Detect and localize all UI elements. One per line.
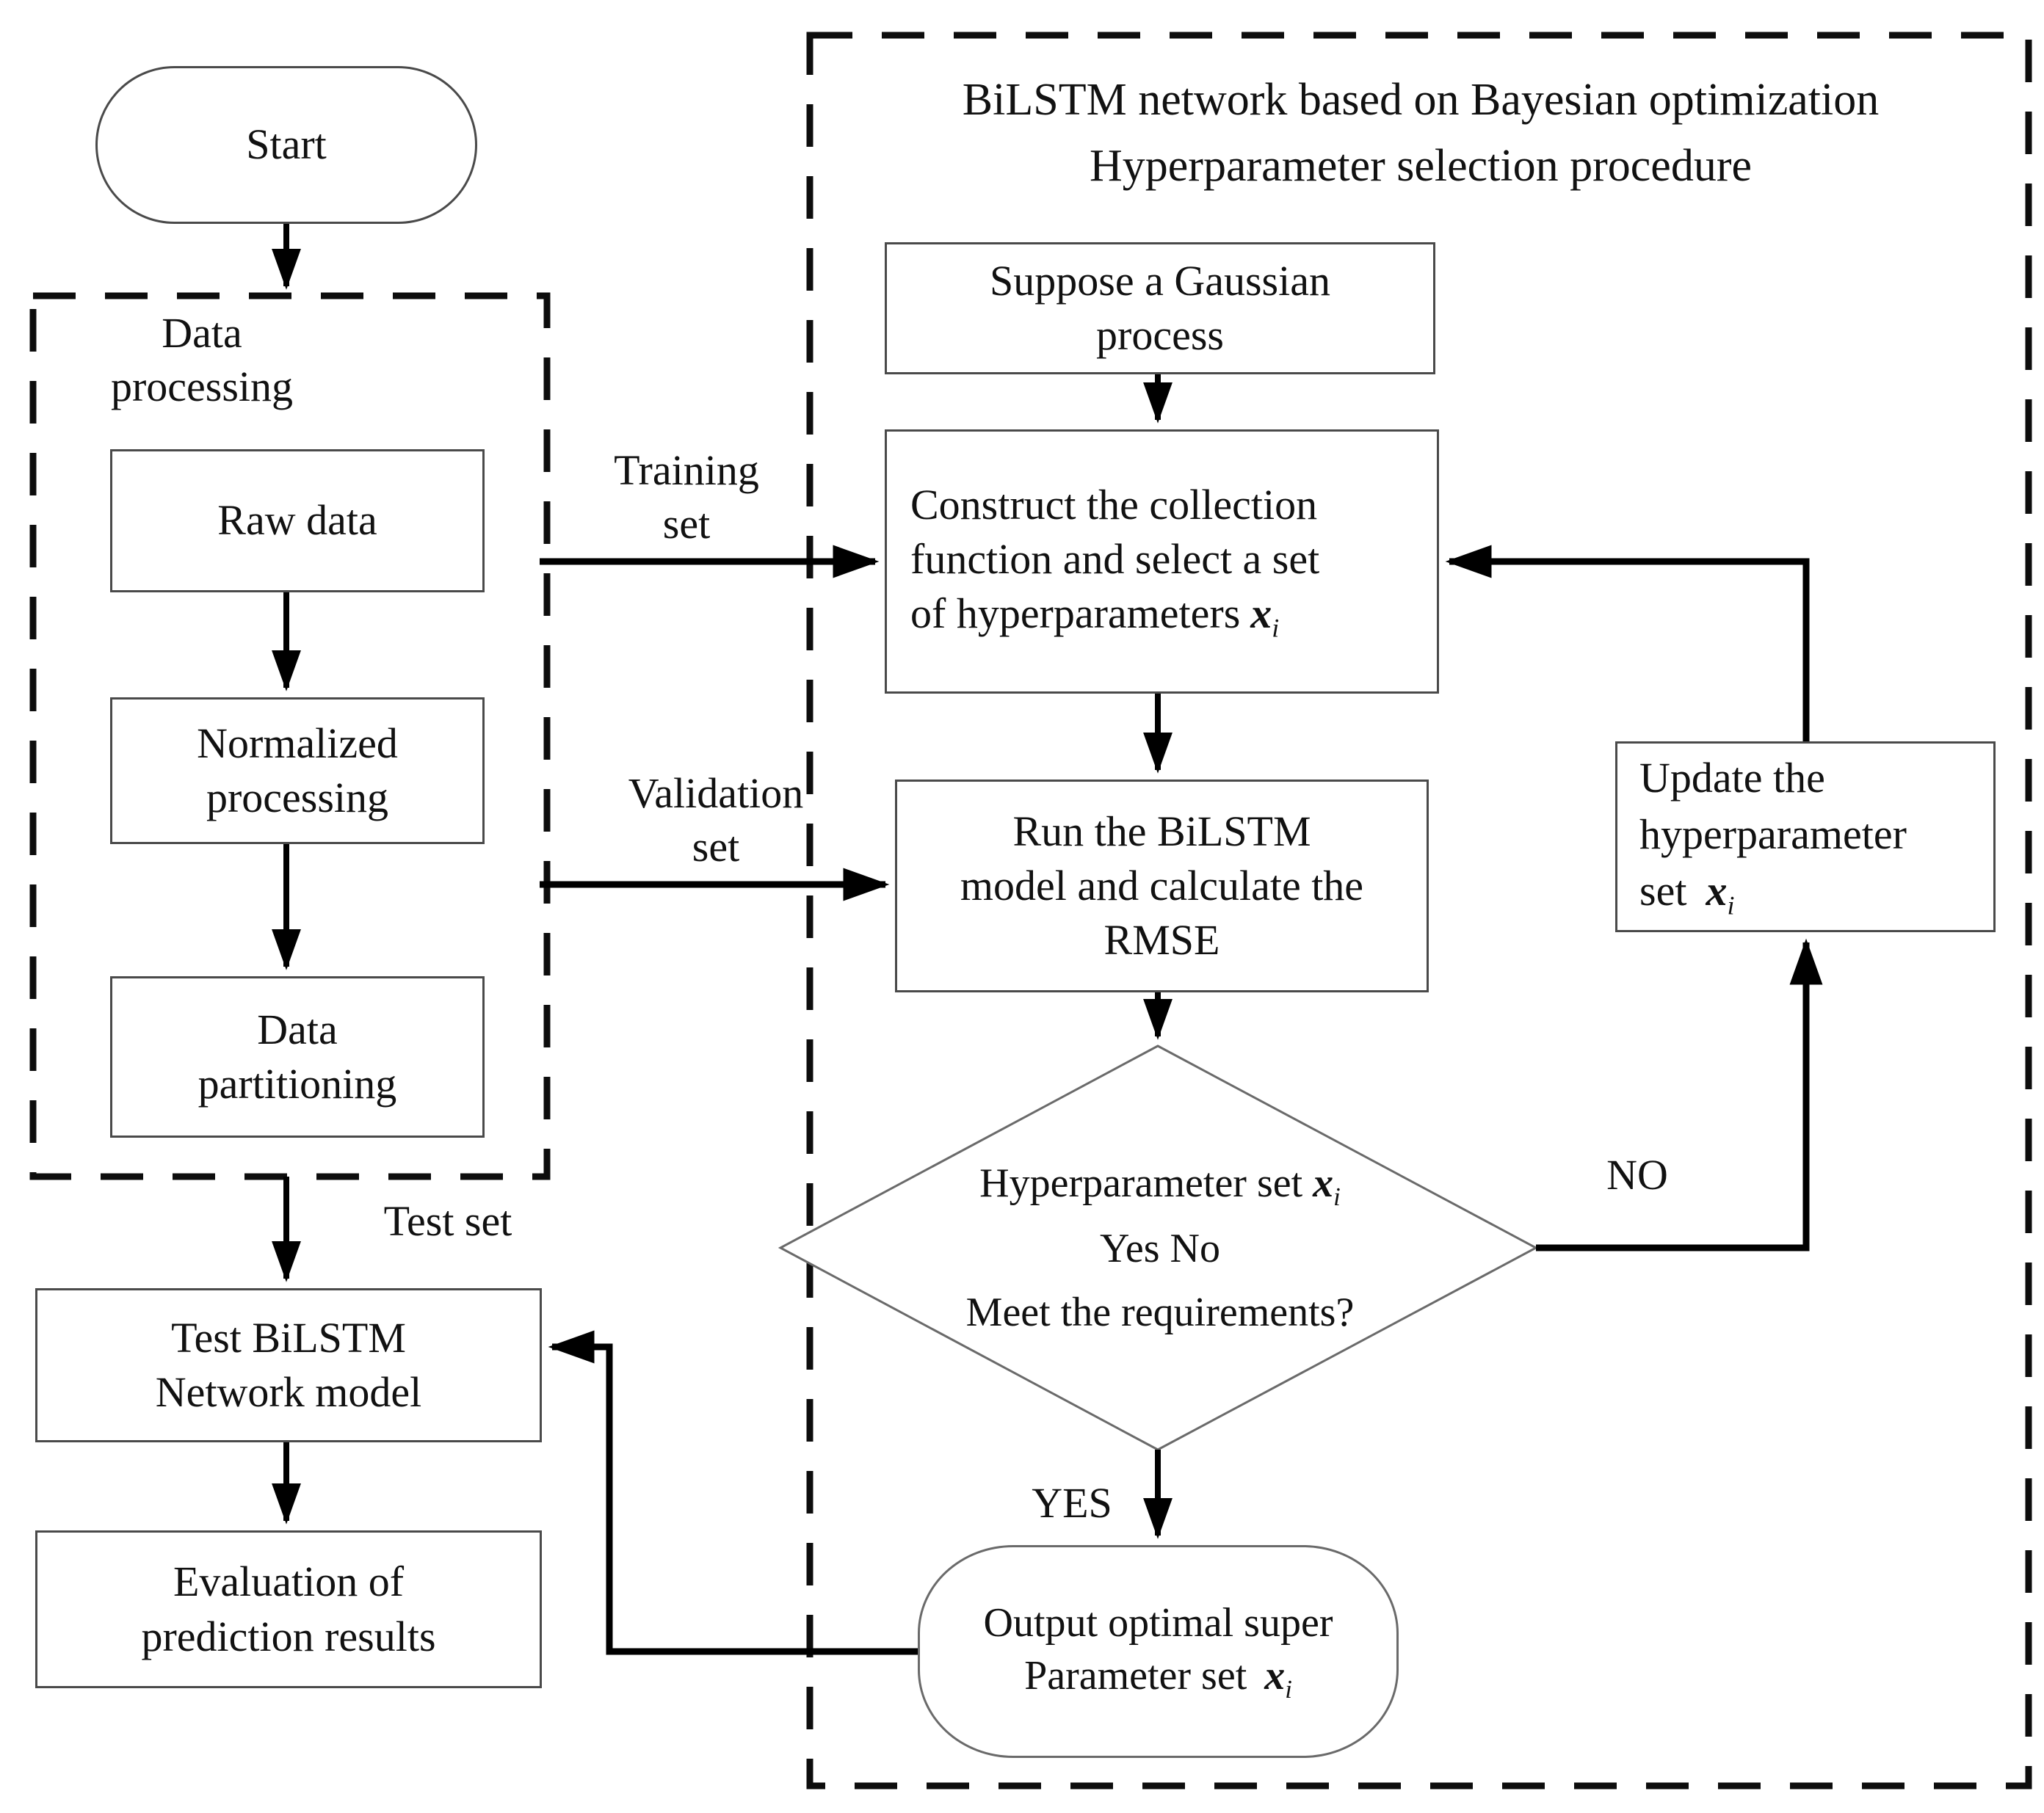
start-label: Start [246, 120, 327, 169]
normalized-processing-node: Normalized processing [110, 697, 485, 844]
normalized-line1: Normalized [197, 719, 398, 767]
gaussian-line2: process [1096, 311, 1224, 359]
decision-line3: Meet the requirements? [965, 1289, 1355, 1335]
validation-set-line1: Validation [628, 769, 804, 817]
update-line2: hyperparameter [1639, 810, 1907, 858]
run-line1: Run the BiLSTM [1012, 807, 1311, 855]
data-processing-label-line2: processing [110, 362, 294, 410]
data-partitioning-node: Data partitioning [110, 976, 485, 1138]
decision-line1-text: Hyperparameter set [979, 1160, 1303, 1206]
bayesian-procedure-dashed-box [806, 32, 2032, 1790]
decision-xi-subscript: i [1333, 1182, 1341, 1211]
no-text: NO [1606, 1151, 1668, 1199]
output-xi-symbol: x [1264, 1652, 1286, 1698]
yes-text: YES [1032, 1479, 1112, 1527]
test-bilstm-line1: Test BiLSTM [171, 1313, 406, 1362]
validation-set-label: Validation set [584, 767, 848, 873]
training-set-line1: Training [614, 446, 759, 494]
run-bilstm-node: Run the BiLSTM model and calculate the R… [895, 780, 1429, 992]
raw-data-label: Raw data [217, 496, 377, 545]
construct-xi-subscript: i [1272, 614, 1280, 644]
gaussian-process-node: Suppose a Gaussian process [885, 242, 1435, 374]
output-optimal-node: Output optimal super Parameter set xi [918, 1545, 1399, 1758]
construct-xi-symbol: x [1250, 589, 1272, 638]
test-bilstm-node: Test BiLSTM Network model [35, 1288, 542, 1442]
partitioning-line2: partitioning [197, 1060, 397, 1108]
no-label: NO [1556, 1149, 1718, 1202]
yes-label: YES [995, 1477, 1149, 1530]
evaluation-line1: Evaluation of [173, 1558, 405, 1606]
output-line1: Output optimal super [983, 1599, 1333, 1646]
data-processing-dashed-box [29, 292, 551, 1180]
evaluation-node: Evaluation of prediction results [35, 1530, 542, 1688]
data-processing-label-line1: Data [162, 309, 242, 357]
construct-line3-text: of hyperparameters [910, 589, 1241, 638]
decision-xi-symbol: x [1313, 1160, 1334, 1206]
path-update-to-construct [1445, 545, 1810, 741]
output-line2: Parameter set xi [1024, 1650, 1292, 1707]
update-line3-text: set [1639, 866, 1687, 915]
output-xi-subscript: i [1285, 1674, 1292, 1704]
construct-function-node: Construct the collection function and se… [885, 429, 1439, 694]
run-line3: RMSE [1103, 916, 1220, 964]
test-bilstm-line2: Network model [155, 1368, 422, 1416]
procedure-title: BiLSTM network based on Bayesian optimiz… [830, 68, 2012, 200]
update-xi-symbol: x [1706, 866, 1728, 915]
procedure-title-line1: BiLSTM network based on Bayesian optimiz… [962, 75, 1880, 125]
update-xi-subscript: i [1727, 890, 1735, 920]
training-set-line2: set [662, 499, 711, 548]
procedure-title-line2: Hyperparameter selection procedure [1090, 140, 1752, 191]
gaussian-line1: Suppose a Gaussian [990, 256, 1330, 305]
construct-line2: function and select a set [910, 535, 1320, 584]
evaluation-line2: prediction results [141, 1612, 436, 1660]
data-processing-label: Data processing [70, 307, 334, 413]
validation-set-line2: set [692, 822, 740, 871]
test-set-label: Test set [338, 1195, 558, 1249]
partitioning-line1: Data [257, 1005, 338, 1053]
test-set-text: Test set [383, 1197, 512, 1245]
update-line1: Update the [1639, 754, 1825, 802]
path-output-to-test [548, 1330, 918, 1655]
decision-line2: Yes No [1100, 1225, 1220, 1271]
output-line2-text: Parameter set [1024, 1652, 1247, 1698]
start-node: Start [95, 66, 477, 224]
path-no-to-update [1536, 938, 1823, 1251]
training-set-label: Training set [576, 444, 797, 551]
raw-data-node: Raw data [110, 449, 485, 592]
construct-line1: Construct the collection [910, 480, 1318, 528]
run-line2: model and calculate the [960, 861, 1364, 909]
normalized-line2: processing [206, 774, 389, 821]
